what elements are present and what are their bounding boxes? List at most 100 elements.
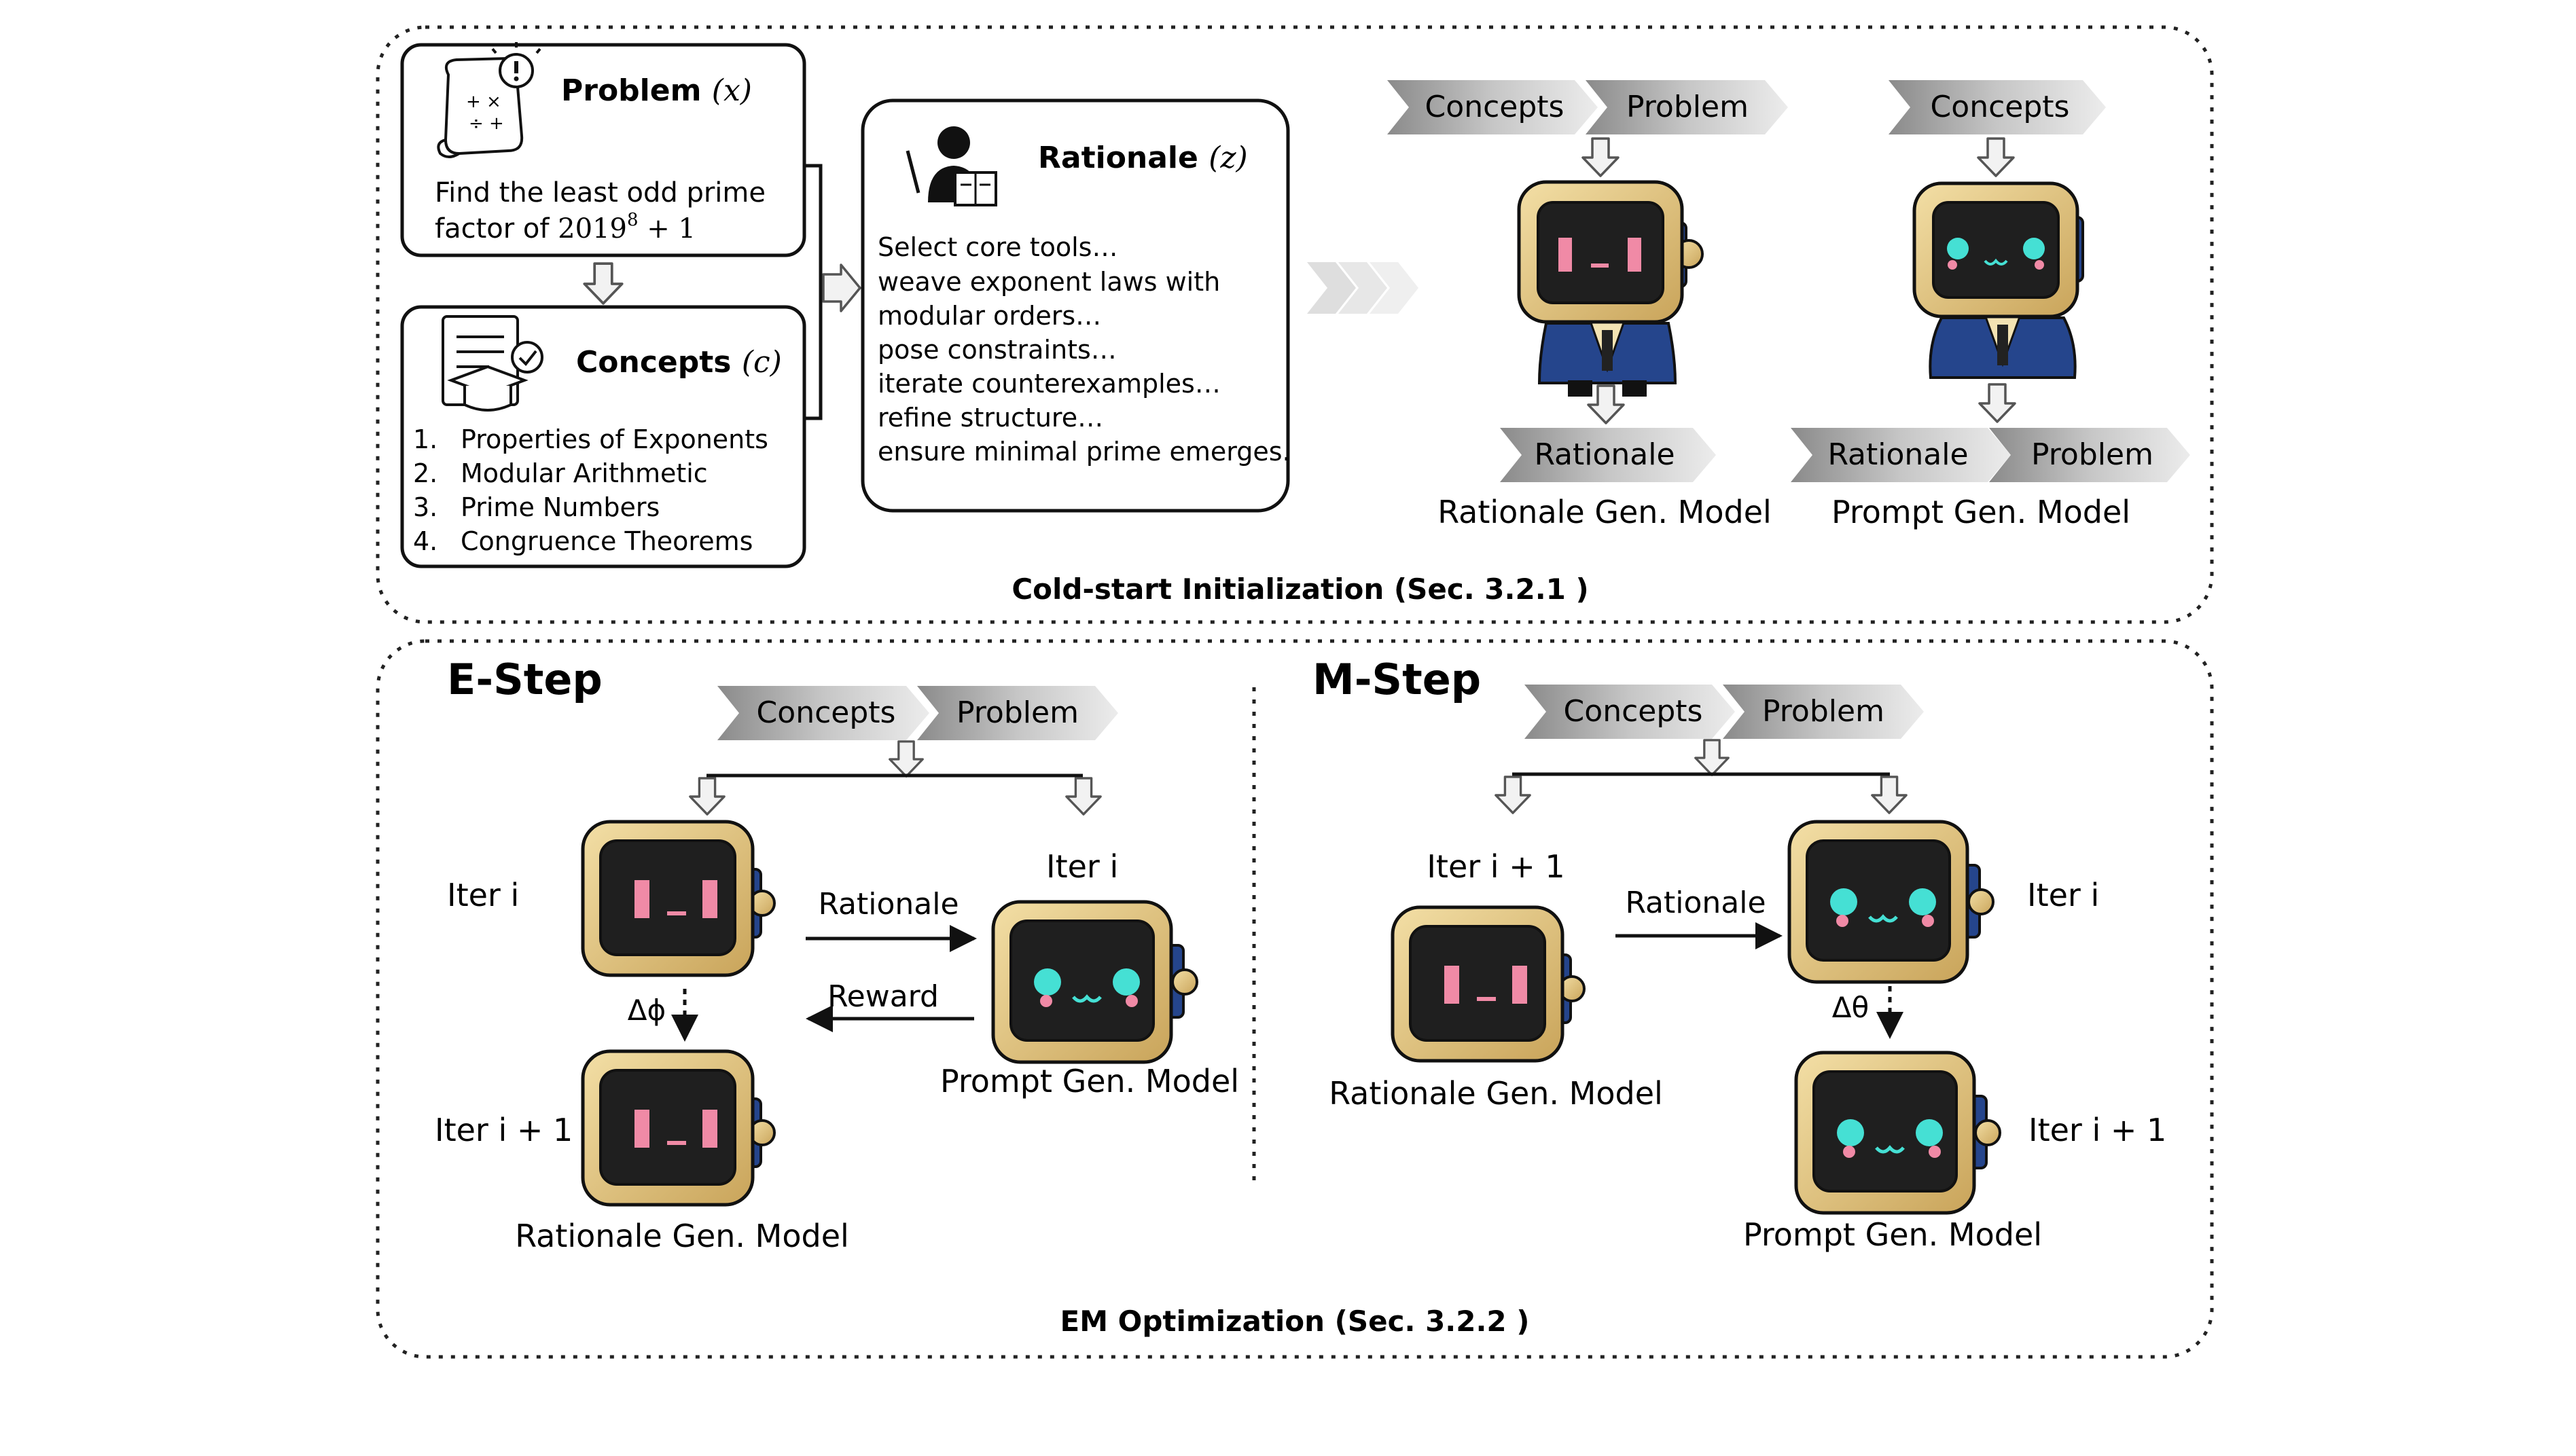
prompt-gen-robot <box>1912 181 2084 379</box>
rationale-lines: Select core tools… weave exponent laws w… <box>878 232 1291 467</box>
concepts-banner <box>1524 685 1735 739</box>
banner-label: Concepts <box>1931 90 2070 124</box>
down-arrow <box>1977 137 2015 177</box>
concepts-banner <box>717 686 929 740</box>
model-label: Rationale Gen. Model <box>1437 494 1772 530</box>
down-arrow <box>888 740 925 778</box>
model-label: Prompt Gen. Model <box>1743 1216 2042 1253</box>
concept-num: 4. <box>413 526 437 556</box>
model-label: Rationale Gen. Model <box>1329 1075 1663 1112</box>
m-step-title: M-Step <box>1312 655 1481 704</box>
down-arrow <box>1581 137 1620 177</box>
em-caption: EM Optimization (Sec. 3.2.2 ) <box>1060 1305 1530 1338</box>
banner-label: Problem <box>1762 694 1884 729</box>
problem-text-line1: Find the least odd prime <box>435 177 766 208</box>
rationale-line: weave exponent laws with <box>878 267 1220 297</box>
problem-text-prefix: factor of <box>435 213 558 244</box>
delta-label: Δϕ <box>628 994 666 1027</box>
rationale-gen-robot <box>1517 180 1704 397</box>
down-arrow <box>1065 777 1102 816</box>
svg-text:factor of 20198 + 1: factor of 20198 + 1 <box>435 210 696 244</box>
cold-start-panel <box>376 25 2214 624</box>
rationale-line: pose constraints… <box>878 335 1117 365</box>
prompt-gen-robot <box>1787 820 1994 984</box>
problem-banner <box>1989 428 2190 482</box>
rationale-var: (z) <box>1209 141 1248 175</box>
teacher-icon <box>906 126 997 206</box>
edge-label: Rationale <box>1625 886 1766 920</box>
svg-text:Iter i + 1: Iter i + 1 <box>435 1112 573 1148</box>
rationale-line: iterate counterexamples… <box>878 369 1221 399</box>
banner-label: Rationale <box>1827 437 1968 472</box>
prompt-gen-robot <box>1794 1051 2001 1215</box>
rationale-line: Select core tools… <box>878 232 1117 262</box>
down-arrow <box>689 777 726 816</box>
cs-rationale-inputs: Concepts Problem <box>1387 80 1788 134</box>
down-arrow <box>1587 384 1625 424</box>
prompt-gen-robot <box>991 900 1198 1064</box>
concept-num: 3. <box>413 492 437 522</box>
rationale-line: refine structure… <box>878 403 1103 433</box>
banner-label: Concepts <box>757 695 896 730</box>
svg-text:Concepts (c): Concepts (c) <box>576 345 782 380</box>
concepts-banner <box>1387 80 1598 134</box>
problem-to-concepts-arrow <box>583 262 624 305</box>
problem-banner <box>917 686 1118 740</box>
edge-label: Reward <box>827 979 939 1014</box>
concepts-box: Concepts (c) 1. Properties of Exponents … <box>400 305 806 568</box>
problem-text-math: 2019 <box>558 213 627 244</box>
problem-text-suffix: + 1 <box>639 213 696 244</box>
problem-banner <box>1586 80 1788 134</box>
rationale-box: Rationale (z) Select core tools… weave e… <box>861 98 1291 513</box>
concept-item: Prime Numbers <box>461 492 660 522</box>
svg-text:Iter i: Iter i <box>1046 848 1118 885</box>
down-arrow <box>1495 776 1531 814</box>
banner-label: Rationale <box>1534 437 1675 472</box>
iter-label: Iter i <box>447 877 519 913</box>
iter-label: Iter i <box>2027 877 2099 913</box>
banner-label: Problem <box>956 695 1079 730</box>
concepts-banner <box>1889 80 2106 134</box>
delta-label: Δθ <box>1832 991 1869 1024</box>
concept-item: Congruence Theorems <box>461 526 753 556</box>
bracket-connector <box>804 164 823 420</box>
banner-label: Concepts <box>1564 694 1703 729</box>
problem-title: Problem <box>561 73 701 108</box>
rationale-gen-robot <box>1391 905 1586 1063</box>
svg-text:Iter i + 1: Iter i + 1 <box>1427 848 1564 885</box>
iter-label: Iter i <box>1046 848 1118 885</box>
rationale-line: modular orders… <box>878 301 1101 331</box>
svg-text:Problem (x): Problem (x) <box>561 73 752 108</box>
rationale-gen-robot <box>581 820 776 977</box>
concepts-list: 1. Properties of Exponents 2. Modular Ar… <box>413 424 768 556</box>
banner-label: Problem <box>2031 437 2153 472</box>
concept-item: Properties of Exponents <box>461 424 768 454</box>
rationale-gen-robot <box>581 1049 776 1207</box>
concept-num: 1. <box>413 424 437 454</box>
concept-item: Modular Arithmetic <box>461 458 708 488</box>
concept-num: 2. <box>413 458 437 488</box>
down-arrow <box>1694 739 1730 776</box>
iter-label: Iter i + 1 <box>435 1112 573 1148</box>
em-panel <box>376 639 2214 1359</box>
rationale-banner <box>1791 428 2011 482</box>
to-rationale-arrow <box>822 263 861 312</box>
model-label: Rationale Gen. Model <box>515 1218 849 1254</box>
down-arrow <box>1978 383 2016 423</box>
rationale-line: ensure minimal prime emerges. <box>878 437 1291 467</box>
chevron-arrows-icon <box>1307 262 1418 314</box>
e-step-title: E-Step <box>447 655 603 704</box>
svg-text:Rationale (z): Rationale (z) <box>1038 141 1248 175</box>
svg-text:÷ +: ÷ + <box>469 113 504 134</box>
edge-label: Rationale <box>818 887 959 922</box>
problem-banner <box>1723 685 1924 739</box>
iter-label: Iter i + 1 <box>1427 848 1564 885</box>
concepts-title: Concepts <box>576 345 732 380</box>
svg-text:+ ×: + × <box>466 92 501 112</box>
banner-label: Concepts <box>1425 90 1564 124</box>
iter-label: Iter i + 1 <box>2028 1112 2166 1148</box>
problem-var: (x) <box>712 73 752 108</box>
banner-label: Problem <box>1626 90 1749 124</box>
model-label: Prompt Gen. Model <box>940 1063 1239 1099</box>
